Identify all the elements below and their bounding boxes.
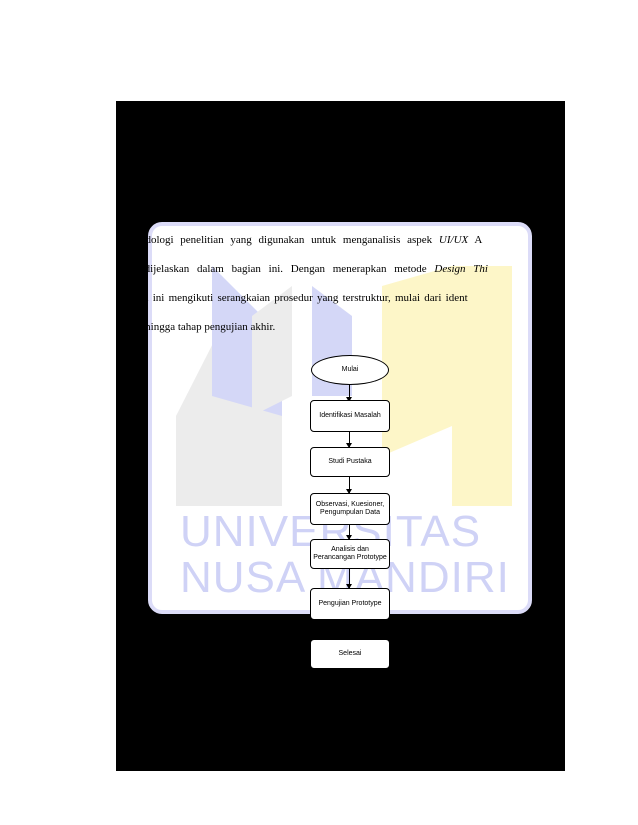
flow-arrow: [346, 385, 352, 402]
flow-step-2: Studi Pustaka: [310, 447, 390, 477]
flow-arrow: [346, 569, 352, 589]
flow-step-3: Observasi, Kuesioner, Pengumpulan Data: [310, 493, 390, 525]
paragraph-line-1: etodologi penelitian yang digunakan untu…: [132, 234, 483, 246]
flow-start: Mulai: [311, 355, 389, 385]
flow-arrow: [346, 525, 352, 540]
flow-arrow: [346, 620, 352, 640]
flow-step-4: Analisis dan Perancangan Prototype: [310, 539, 390, 569]
flow-end: Selesai: [310, 639, 390, 669]
paragraph-line-2: e dijelaskan dalam bagian ini. Dengan me…: [132, 263, 488, 275]
flow-step-1: Identifikasi Masalah: [310, 400, 390, 432]
flow-step-5: Pengujian Prototype: [310, 588, 390, 620]
flow-arrow: [346, 432, 352, 448]
paragraph-line-4: ah hingga tahap pengujian akhir.: [132, 321, 276, 333]
flowchart: Mulai Identifikasi Masalah Studi Pustaka…: [300, 350, 400, 680]
paragraph-line-3: tian ini mengikuti serangkaian prosedur …: [132, 292, 468, 304]
flow-arrow: [346, 477, 352, 494]
body-paragraph: etodologi penelitian yang digunakan untu…: [132, 228, 532, 343]
